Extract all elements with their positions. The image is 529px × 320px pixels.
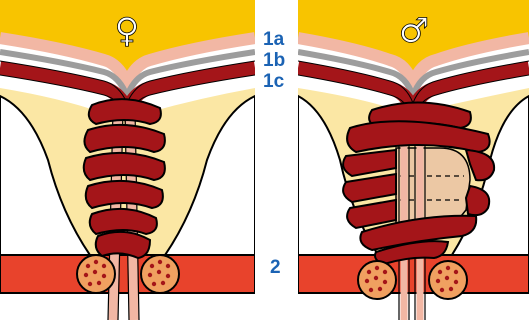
female-symbol-icon: ♀ (115, 11, 140, 51)
female-panel: ♀ (0, 0, 255, 320)
structure-2-bar (298, 255, 529, 293)
label-1c: 1c (263, 72, 284, 91)
label-1a: 1a (263, 30, 284, 49)
male-panel: ♂ (298, 0, 529, 320)
label-1b: 1b (263, 51, 285, 70)
label-2: 2 (270, 258, 281, 277)
male-symbol-icon: ♂ (399, 11, 429, 51)
